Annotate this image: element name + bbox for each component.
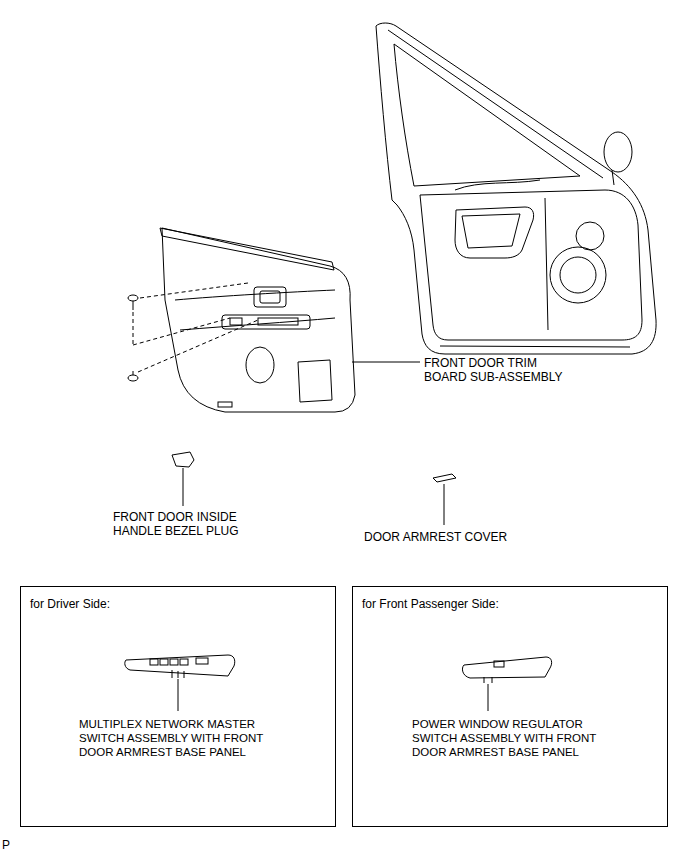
front-door-panel [394, 44, 580, 186]
driver-switch [172, 670, 184, 678]
front-door-panel [376, 23, 656, 354]
front-door-panel [604, 132, 632, 172]
leader-line [352, 362, 420, 363]
leader-line [183, 468, 184, 506]
screws [128, 375, 138, 381]
dashed-guide [133, 318, 230, 345]
bezel-plug [172, 452, 194, 467]
screws [128, 295, 138, 381]
panel-heading: for Front Passenger Side: [362, 597, 499, 611]
front-door-panel [455, 180, 540, 190]
driver-switch [180, 659, 188, 665]
part-name: FRONT DOOR TRIM BOARD SUB-ASSEMBLY [424, 356, 564, 384]
armrest-cover [433, 474, 456, 482]
trim-board [258, 318, 298, 325]
armrest-cover [433, 474, 456, 482]
driver-switch [160, 659, 168, 665]
trim-board [160, 228, 355, 412]
passenger-switch [462, 657, 551, 678]
front-door-panel [420, 190, 642, 340]
dashed-guide [140, 283, 248, 298]
front-door-panel [455, 207, 534, 258]
driver-switch [125, 655, 235, 678]
passenger-switch [462, 657, 551, 683]
front-door-panel [462, 214, 520, 248]
trim-board [246, 347, 274, 383]
trim-board [230, 318, 242, 325]
front-door-panel [576, 222, 604, 250]
trim-board [254, 287, 286, 307]
trim-board [260, 291, 280, 303]
screws [133, 301, 134, 310]
screws [133, 371, 134, 375]
trim-board [222, 315, 310, 329]
screws [128, 295, 138, 301]
trim-board [175, 290, 335, 300]
part-name: MULTIPLEX NETWORK MASTER SWITCH ASSEMBLY… [79, 717, 284, 759]
trim-board [298, 360, 332, 402]
front-door-panel [388, 30, 603, 178]
leader-line [488, 684, 489, 711]
trim-board [180, 318, 335, 330]
front-door-panel [376, 23, 656, 354]
part-name: DOOR ARMREST COVER [364, 530, 534, 544]
dashed-guide [133, 312, 134, 345]
front-door-panel [612, 170, 614, 185]
page-mark: P [2, 838, 22, 852]
trim-board [160, 228, 334, 270]
front-door-panel [440, 346, 630, 347]
bezel-plug [172, 452, 194, 467]
driver-switch [150, 659, 158, 665]
trim-board [218, 402, 232, 407]
driver-switch [125, 655, 235, 676]
front-door-panel [550, 247, 606, 303]
passenger-switch [484, 677, 492, 683]
front-door-panel [560, 257, 596, 293]
driver-switch [170, 659, 178, 665]
dashed-guide [133, 283, 258, 372]
dashed-guide [138, 320, 258, 372]
leader-line [444, 484, 445, 525]
side-panel: for Front Passenger Side: POWER WINDOW RE… [352, 586, 668, 827]
trim-board [162, 228, 355, 412]
front-door-panel [545, 198, 548, 330]
driver-switch [196, 658, 208, 664]
leader-line [178, 679, 179, 711]
side-panel: for Driver Side: MULTIPLEX NETWORK MASTER… [20, 586, 336, 827]
part-name: POWER WINDOW REGULATOR SWITCH ASSEMBLY W… [412, 717, 617, 759]
panel-heading: for Driver Side: [30, 597, 110, 611]
passenger-switch [494, 661, 504, 667]
part-name: FRONT DOOR INSIDE HANDLE BEZEL PLUG [113, 510, 248, 538]
